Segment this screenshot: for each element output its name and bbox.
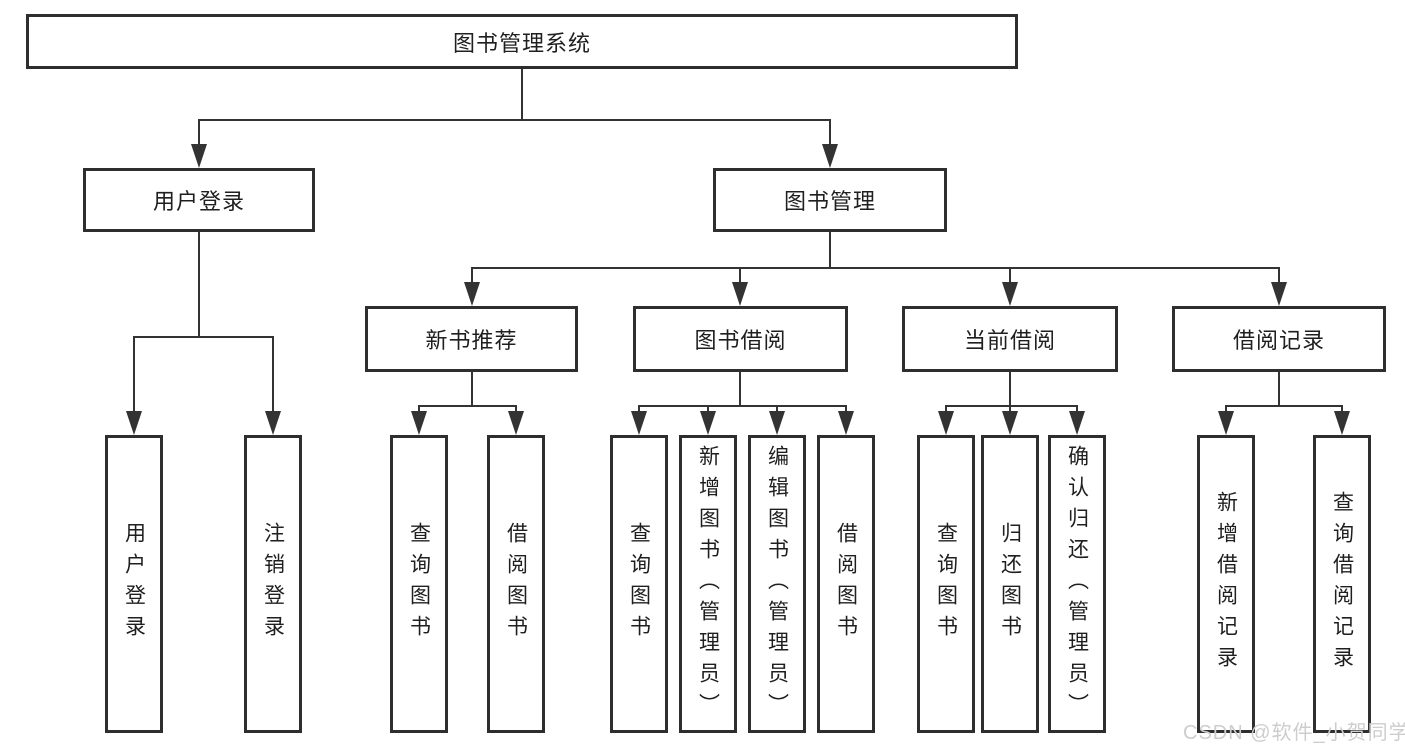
- connector-level3-bus: [471, 267, 1280, 269]
- connector-borrowing-bus: [638, 405, 847, 407]
- connector-borrow-records-drop: [1278, 267, 1280, 284]
- leaf-add-borrow-record: 新增借阅记录: [1197, 435, 1255, 733]
- leaf-return-book: 归还图书: [981, 435, 1039, 733]
- arrowhead-records-query-icon: [1334, 411, 1350, 435]
- arrowhead-borrowing-edit-icon: [769, 411, 785, 435]
- connector-records-bus: [1225, 405, 1342, 407]
- connector-leaf-login-drop: [133, 336, 135, 413]
- arrowhead-current-query-icon: [938, 411, 954, 435]
- arrowhead-current-confirm-icon: [1069, 411, 1085, 435]
- node-current-borrowing: 当前借阅: [902, 306, 1118, 372]
- connector-book-mgmt-stub: [829, 232, 831, 269]
- leaf-edit-book-admin: 编辑图书（管理员）: [748, 435, 806, 733]
- leaf-query-books-recommend: 查询图书: [390, 435, 448, 733]
- leaf-borrow-books: 借阅图书: [817, 435, 875, 733]
- arrowhead-book-mgmt-icon: [822, 144, 838, 168]
- csdn-watermark: CSDN @软件_小贺同学: [1183, 722, 1405, 744]
- leaf-confirm-return-admin: 确认归还（管理员）: [1048, 435, 1106, 733]
- connector-records-drop2: [1341, 405, 1343, 413]
- connector-current-drop2: [1009, 405, 1011, 413]
- connector-borrowing-drop1: [638, 405, 640, 413]
- arrowhead-recommend-query-icon: [411, 411, 427, 435]
- arrowhead-current-return-icon: [1002, 411, 1018, 435]
- connector-level2-bus: [198, 119, 831, 121]
- connector-borrowing-drop3: [776, 405, 778, 413]
- arrowhead-borrow-records-icon: [1271, 282, 1287, 306]
- node-user-login: 用户登录: [83, 168, 315, 232]
- leaf-borrow-books-recommend: 借阅图书: [487, 435, 545, 733]
- connector-recommend-drop2: [515, 405, 517, 413]
- connector-book-mgmt-drop: [829, 119, 831, 147]
- connector-records-drop1: [1225, 405, 1227, 413]
- node-book-management: 图书管理: [713, 168, 947, 232]
- connector-book-borrow-drop: [739, 267, 741, 284]
- arrowhead-records-add-icon: [1218, 411, 1234, 435]
- connector-current-drop1: [945, 405, 947, 413]
- connector-current-borrow-drop: [1009, 267, 1011, 284]
- arrowhead-leaf-login-icon: [126, 411, 142, 435]
- leaf-query-books-current: 查询图书: [917, 435, 975, 733]
- arrowhead-book-borrow-icon: [732, 282, 748, 306]
- arrowhead-leaf-logout-icon: [265, 411, 281, 435]
- node-book-borrowing: 图书借阅: [633, 306, 848, 372]
- arrowhead-user-login-icon: [191, 144, 207, 168]
- connector-records-stub: [1278, 371, 1280, 407]
- leaf-query-borrow-record: 查询借阅记录: [1313, 435, 1371, 733]
- connector-recommend-drop1: [418, 405, 420, 413]
- arrowhead-borrowing-query-icon: [631, 411, 647, 435]
- connector-user-login-bus: [133, 336, 274, 338]
- connector-current-bus: [945, 405, 1078, 407]
- connector-borrowing-drop4: [845, 405, 847, 413]
- connector-recommend-stub: [471, 371, 473, 407]
- node-library-management-system: 图书管理系统: [26, 14, 1018, 69]
- connector-borrowing-stub: [739, 371, 741, 407]
- connector-root-stub: [521, 69, 523, 120]
- node-borrowing-records: 借阅记录: [1172, 306, 1386, 372]
- leaf-logout: 注销登录: [244, 435, 302, 733]
- connector-recommend-bus: [418, 405, 517, 407]
- arrowhead-borrowing-borrow-icon: [838, 411, 854, 435]
- arrowhead-new-book-icon: [464, 282, 480, 306]
- connector-current-drop3: [1076, 405, 1078, 413]
- arrowhead-borrowing-add-icon: [700, 411, 716, 435]
- leaf-query-books-borrowing: 查询图书: [610, 435, 668, 733]
- leaf-add-book-admin: 新增图书（管理员）: [679, 435, 737, 733]
- leaf-user-login: 用户登录: [105, 435, 163, 733]
- connector-current-stub: [1009, 371, 1011, 407]
- connector-borrowing-drop2: [707, 405, 709, 413]
- connector-new-book-drop: [471, 267, 473, 284]
- node-new-book-recommend: 新书推荐: [365, 306, 578, 372]
- connector-user-login-drop: [198, 119, 200, 147]
- arrowhead-recommend-borrow-icon: [508, 411, 524, 435]
- connector-leaf-logout-drop: [272, 336, 274, 413]
- arrowhead-current-borrow-icon: [1002, 282, 1018, 306]
- connector-user-login-stub: [198, 232, 200, 338]
